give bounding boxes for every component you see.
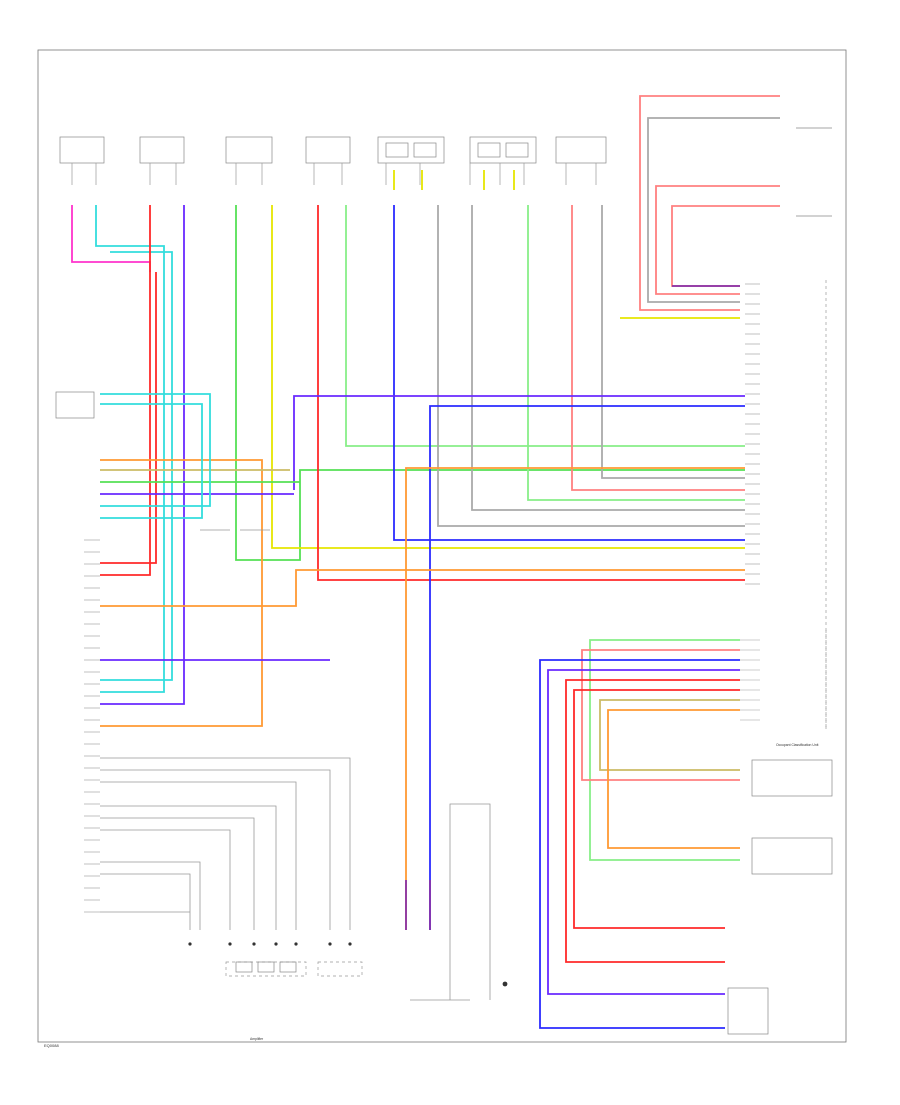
wire-pink-1 [71,205,151,272]
right-module-label: Occupant Classification Unit [776,743,818,747]
wire-orange-3 [100,569,745,607]
bottom-amplifier-label: Amplifier [250,1037,264,1041]
wire-red-8 [573,689,740,929]
wire-blue-2 [429,405,745,930]
top-connector-pins [71,163,597,185]
right-connector-a [751,759,833,797]
wire-red-4 [639,95,780,311]
wire-salmon-2 [581,649,740,781]
left-module-pin-ticks [84,283,760,913]
wire-grey-2 [471,205,745,511]
wire-cyan-4 [100,403,203,519]
right-connector-b [751,837,833,875]
wire-orange-2 [100,459,263,727]
wire-blue-1 [393,205,745,541]
wire-violet-1 [100,205,185,705]
wire-purple-1 [293,395,745,490]
wire-violet-4 [547,669,740,995]
wire-red-5 [655,185,780,295]
left-connector-box [55,391,95,419]
top-component-blocks [59,136,607,164]
wire-blue-3 [539,659,740,1029]
wire-red-1 [100,205,151,576]
wire-lgreen-2 [527,205,745,501]
bottom-grey-harness [100,529,491,1001]
wire-cyan-2 [100,251,173,681]
wire-orange-4 [607,709,740,849]
right-connector-c [727,987,769,1035]
wire-red-6 [671,205,780,287]
right-top-bracket [796,127,832,217]
wire-tan-2 [599,699,740,771]
wire-red-3 [317,205,745,581]
wire-orange-1 [405,467,745,930]
wire-cyan-3 [100,393,211,507]
wire-salmon-1 [571,205,745,491]
wire-green-1 [235,205,745,561]
diagram-frame [37,49,847,1043]
wire-grey-3 [601,205,745,479]
wire-yellow-1 [271,205,745,549]
bottom-component-boxes [225,961,363,977]
wire-cyan-1 [95,205,165,693]
wire-grey-1 [437,205,745,527]
wire-lgreen-3 [589,639,740,861]
wire-red-7 [565,679,740,963]
ground-symbols [188,942,508,987]
wire-red-2 [100,272,157,564]
wire-grey-4 [647,117,780,303]
diagram-code: EQ0088 [44,1043,59,1048]
wire-lgreen-1 [345,205,745,447]
